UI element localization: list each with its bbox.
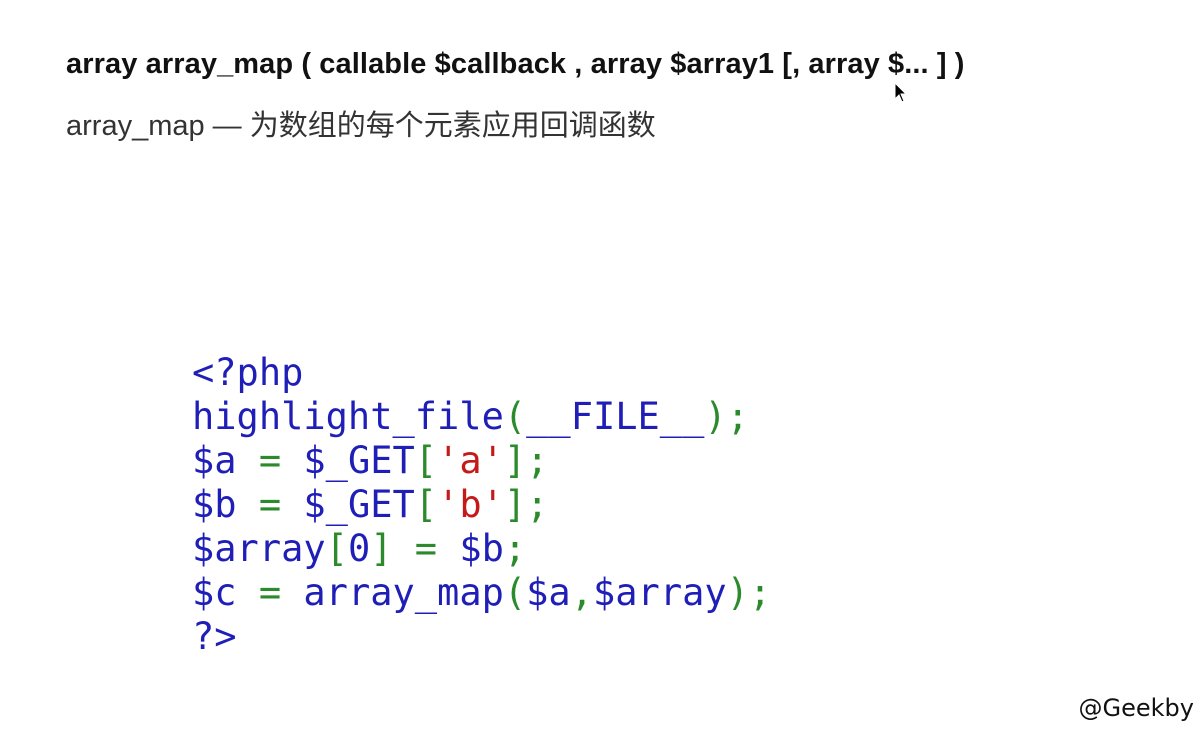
code-token: $a <box>192 439 237 482</box>
code-token: <?php <box>192 351 304 394</box>
code-token: array_map <box>303 571 504 614</box>
mouse-pointer-icon <box>894 82 908 103</box>
code-token: = <box>236 439 304 482</box>
code-token: 0 <box>347 527 371 570</box>
code-token: $a <box>526 571 571 614</box>
code-token: $b <box>192 483 237 526</box>
code-token: $c <box>192 571 237 614</box>
code-token: 'a' <box>437 439 504 482</box>
code-token: ]; <box>503 483 549 526</box>
code-token: ( <box>503 395 527 438</box>
code-token: ( <box>503 571 527 614</box>
code-token: [ <box>325 527 348 570</box>
code-token: 'b' <box>437 483 504 526</box>
code-line: $b = $_GET['b']; <box>192 483 771 527</box>
code-token: = <box>236 571 304 614</box>
code-token: __FILE__ <box>526 395 705 438</box>
code-token: ]; <box>503 439 549 482</box>
function-description: array_map — 为数组的每个元素应用回调函数 <box>66 110 656 142</box>
code-line: $a = $_GET['a']; <box>192 439 771 483</box>
code-token: = <box>236 483 304 526</box>
code-token: ); <box>704 395 749 438</box>
code-token: ?> <box>192 615 237 658</box>
code-token: , <box>570 571 593 614</box>
code-token: ] <box>370 527 393 570</box>
code-token: $b <box>459 527 504 570</box>
code-line: ?> <box>192 615 771 659</box>
code-token: [ <box>414 439 438 482</box>
code-line: <?php <box>192 351 771 395</box>
code-line: $c = array_map($a,$array); <box>192 571 771 615</box>
code-line: $array[0] = $b; <box>192 527 771 571</box>
watermark: @Geekby <box>1078 694 1194 722</box>
code-token: $array <box>593 571 727 614</box>
code-token: = <box>392 527 460 570</box>
code-token: ; <box>503 527 527 570</box>
code-token: $_GET <box>303 439 415 482</box>
code-token: $array <box>192 527 326 570</box>
code-line: highlight_file(__FILE__); <box>192 395 771 439</box>
code-token: highlight_file <box>192 395 504 438</box>
function-signature: array array_map ( callable $callback , a… <box>66 48 965 80</box>
code-token: ); <box>726 571 772 614</box>
code-token: $_GET <box>303 483 415 526</box>
code-token: [ <box>414 483 438 526</box>
